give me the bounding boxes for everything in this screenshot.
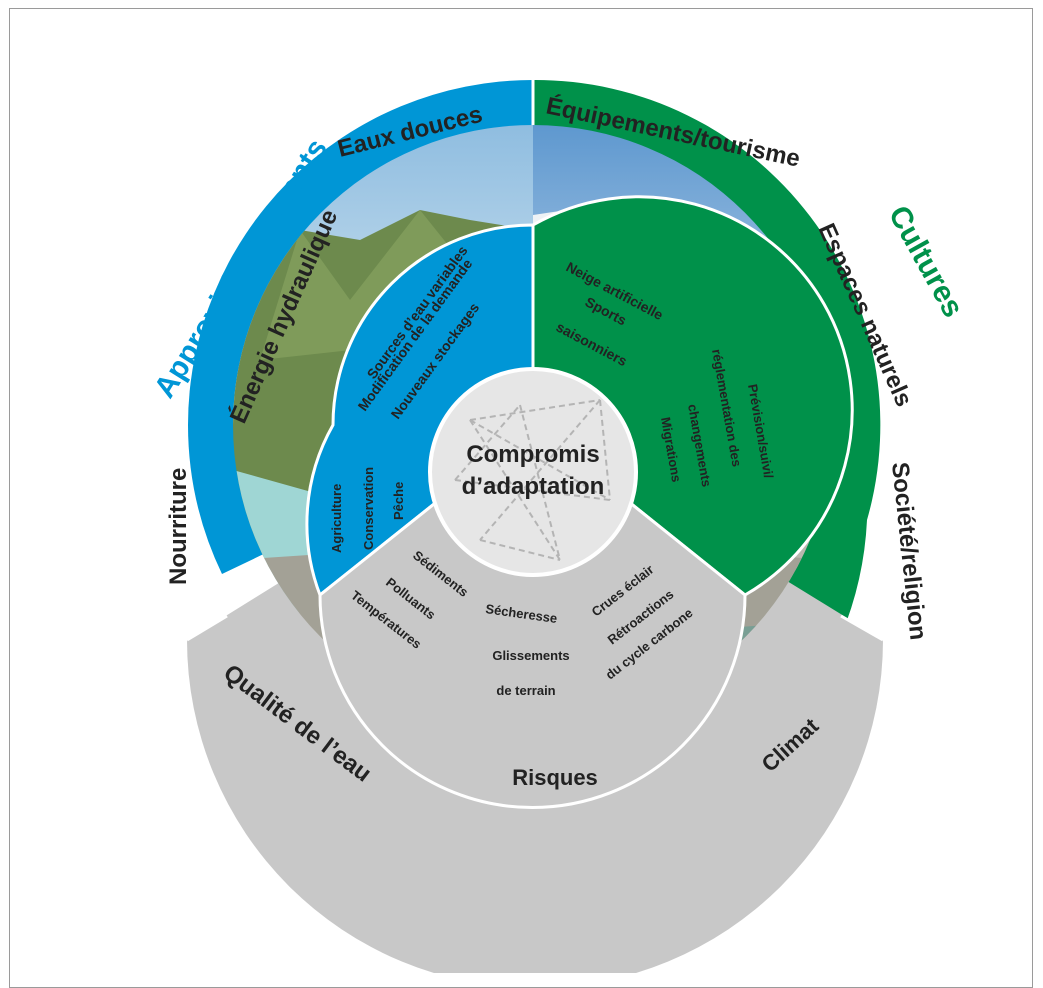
label-nourriture: Nourriture — [165, 468, 192, 585]
inner-grey-terrain: de terrain — [496, 683, 555, 698]
inner-blue-agriculture: Agriculture — [329, 484, 344, 553]
label-societe-religion: Société/religion — [886, 461, 932, 642]
center-title-line1: Compromis — [466, 441, 599, 468]
inner-sector-grey — [318, 423, 747, 809]
label-risques: Risques — [512, 765, 598, 790]
center-title-line2: d’adaptation — [462, 473, 605, 500]
arrow-network-icon — [454, 399, 611, 561]
inner-sector-green — [531, 195, 854, 597]
inner-sector-blue — [305, 223, 535, 598]
center-circle — [428, 367, 638, 577]
inner-grey-glissements: Glissements — [492, 648, 569, 663]
title-cultures: Cultures — [882, 200, 970, 322]
title-regulations: Régulations — [459, 836, 608, 866]
inner-blue-peche: Pêche — [391, 482, 406, 520]
inner-blue-conservation: Conservation — [361, 467, 376, 550]
